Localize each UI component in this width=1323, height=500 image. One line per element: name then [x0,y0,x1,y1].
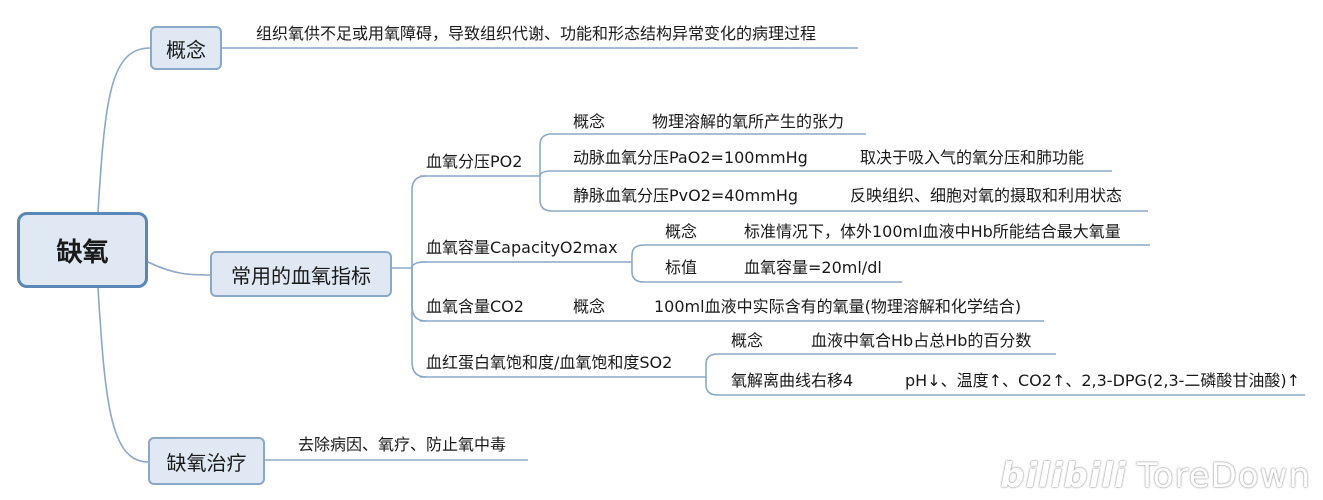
po2-venous: 静脉血氧分压PvO2=40mmHg [573,186,799,205]
saturation-curve-label: 氧解离曲线右移4 [731,371,854,390]
connector-capacity-concept [631,244,645,262]
content-label: 血氧含量CO2 [426,297,524,316]
connector-saturation-concept [705,353,719,377]
capacity-label: 血氧容量CapacityO2max [426,238,618,257]
connector-po2-arterial [539,170,553,177]
capacity-norm-text: 血氧容量=20ml/dl [744,258,882,277]
saturation-concept-label: 概念 [731,331,764,350]
capacity-norm-label: 标值 [665,258,698,277]
connector-to-saturation [411,268,427,378]
content-concept-label: 概念 [573,297,606,316]
saturation-curve-text: pH↓、温度↑、CO2↑、2,3-DPG(2,3-二磷酸甘油酸)↑ [905,371,1301,390]
capacity-concept-label: 概念 [665,222,698,241]
po2-arterial: 动脉血氧分压PaO2=100mmHg [573,148,808,167]
node-concept-label: 概念 [166,37,206,62]
capacity-concept-text: 标准情况下，体外100ml血液中Hb所能结合最大氧量 [744,222,1121,241]
connector-to-po2 [411,175,427,268]
connector-root-concept [97,47,151,213]
content-concept-text: 100ml血液中实际含有的氧量(物理溶解和化学结合) [654,297,1022,316]
saturation-concept-text: 血液中氧合Hb占总Hb的百分数 [811,331,1032,350]
connector-to-content [411,268,427,322]
po2-concept-text: 物理溶解的氧所产生的张力 [652,112,845,131]
node-indicators[interactable]: 常用的血氧指标 [210,251,392,297]
connector-to-capacity [411,261,427,269]
connector-po2-venous [539,176,553,212]
node-indicators-label: 常用的血氧指标 [231,263,371,288]
connector-root-treatment [97,287,149,463]
watermark-user: ToreDown [1136,456,1311,496]
connector-saturation-curve [705,377,719,396]
connector-root-indicators [147,261,213,276]
bilibili-logo: bilibili [1000,456,1127,496]
node-concept[interactable]: 概念 [150,26,222,70]
po2-concept-label: 概念 [573,112,606,131]
connector-po2-concept [539,133,553,176]
root-node[interactable]: 缺氧 [17,212,148,288]
concept-text: 组织氧供不足或用氧障碍，导致组织代谢、功能和形态结构异常变化的病理过程 [256,24,817,43]
node-treatment-label: 缺氧治疗 [166,450,247,475]
saturation-label: 血红蛋白氧饱和度/血氧饱和度SO2 [426,353,673,372]
connector-capacity-norm [631,262,645,283]
po2-arterial-note: 取决于吸入气的氧分压和肺功能 [860,148,1085,167]
po2-label: 血氧分压PO2 [426,152,523,171]
node-treatment[interactable]: 缺氧治疗 [148,437,265,485]
po2-venous-note: 反映组织、细胞对氧的摄取和利用状态 [850,186,1123,205]
treatment-text: 去除病因、氧疗、防止氧中毒 [298,435,507,454]
root-label: 缺氧 [56,237,109,268]
